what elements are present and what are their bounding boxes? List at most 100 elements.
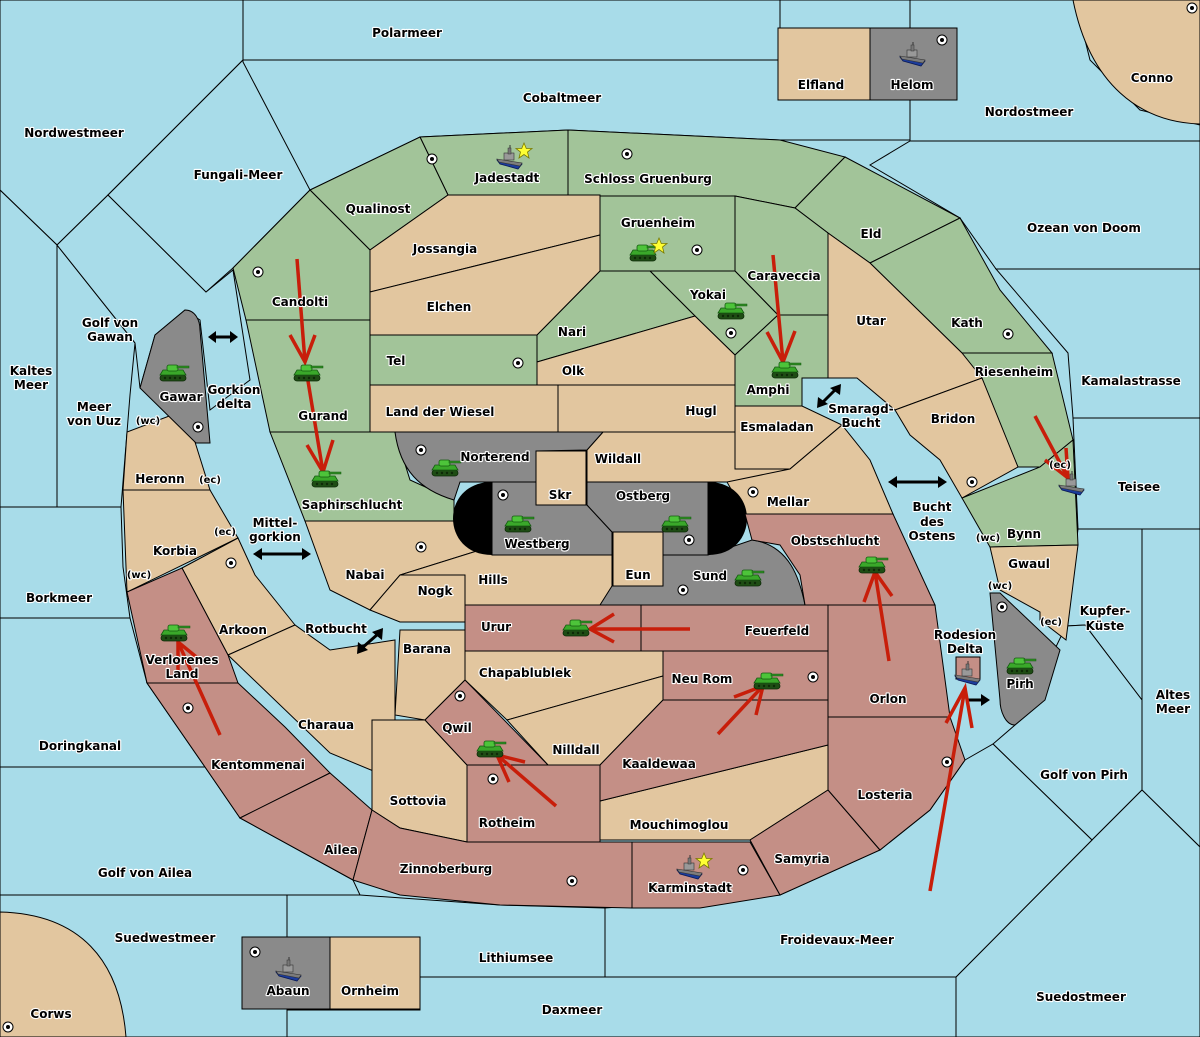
label-lithium: Lithiumsee: [479, 951, 554, 965]
label-heronn: Heronn: [135, 472, 184, 486]
land-norterend[interactable]: [394, 431, 605, 501]
label-rodesion-1: Rodesion: [934, 628, 996, 642]
label-suedwest: Suedwestmeer: [115, 931, 216, 945]
order-riesenheim-bynn: [1033, 415, 1071, 482]
coast-tag-gwaul-wc: (wc): [988, 581, 1012, 592]
label-froidevaux: Froidevaux-Meer: [780, 933, 894, 947]
label-teisee: Teisee: [1118, 480, 1160, 494]
label-tel: Tel: [387, 354, 406, 368]
label-golf-ailea: Golf von Ailea: [98, 866, 192, 880]
double-arrow-smaragd: [817, 384, 841, 408]
supply-center-gruenheim: [691, 244, 703, 256]
label-arkoon: Arkoon: [219, 623, 267, 637]
land-karminstadt[interactable]: [631, 841, 781, 909]
land-jossangia[interactable]: [369, 194, 601, 293]
land-nogk[interactable]: [369, 574, 466, 623]
label-fungali: Fungali-Meer: [194, 168, 283, 182]
label-elfland: Elfland: [798, 78, 844, 92]
supply-center-karminstadt: [737, 864, 749, 876]
land-obstschlucht[interactable]: [744, 513, 936, 606]
double-arrow-rotbucht: [357, 628, 383, 654]
label-corws: Corws: [30, 1007, 71, 1021]
label-eun: Eun: [625, 568, 650, 582]
label-mittel-2: gorkion: [249, 530, 301, 544]
label-charaua: Charaua: [298, 718, 354, 732]
supply-center-losteria: [941, 756, 953, 768]
label-polarmeer: Polarmeer: [372, 26, 442, 40]
land-regions: [0, 27, 1079, 1037]
label-urur: Urur: [481, 620, 511, 634]
coast-tag-heronn-wc: (wc): [136, 416, 160, 427]
label-abaun: Abaun: [266, 984, 309, 998]
label-rotheim: Rotheim: [479, 816, 536, 830]
label-golf-pirh: Golf von Pirh: [1040, 768, 1128, 782]
label-obstschlucht: Obstschlucht: [791, 534, 880, 548]
label-verlorenes-2: Land: [166, 667, 199, 681]
label-samyria: Samyria: [774, 852, 829, 866]
label-barana: Barana: [403, 642, 451, 656]
double-arrow-bucht-des-ostens: [888, 476, 947, 488]
label-uuz-1: Meer: [77, 400, 111, 414]
land-elchen[interactable]: [369, 234, 601, 336]
coast-tag-bynn-wc: (wc): [976, 533, 1000, 544]
sea-polarmeer[interactable]: [242, 0, 781, 61]
supply-center-conno: [1186, 2, 1198, 14]
label-suedost: Suedostmeer: [1036, 990, 1126, 1004]
label-ozean: Ozean von Doom: [1027, 221, 1141, 235]
supply-center-pirh: [996, 601, 1008, 613]
land-urur[interactable]: [464, 604, 642, 652]
coast-tag-korbia-ec: (ec): [214, 527, 236, 538]
double-arrow-mittelgorkion: [253, 548, 311, 560]
label-kaltes-1: Kaltes: [10, 364, 53, 378]
sea-daxmeer[interactable]: [286, 976, 957, 1037]
land-conno[interactable]: [1072, 0, 1200, 125]
supply-center-rotheim: [487, 773, 499, 785]
label-altes-2: Meer: [1156, 702, 1190, 716]
label-olk: Olk: [562, 364, 585, 378]
land-corws[interactable]: [0, 911, 127, 1037]
supply-center-neu-rom: [807, 671, 819, 683]
land-gruenheim[interactable]: [599, 195, 736, 272]
land-ornheim[interactable]: [329, 936, 421, 1010]
label-pirh: Pirh: [1006, 677, 1033, 691]
label-elchen: Elchen: [427, 300, 472, 314]
label-bucht-3: Ostens: [909, 529, 956, 543]
label-rotbucht: Rotbucht: [305, 622, 367, 636]
label-bridon: Bridon: [931, 412, 976, 426]
label-zinnoberburg: Zinnoberburg: [400, 862, 492, 876]
label-riesenheim: Riesenheim: [975, 365, 1054, 379]
label-golf-gawan-2: Gawan: [87, 330, 133, 344]
label-kupfer-2: Küste: [1086, 619, 1125, 633]
sea-teisee[interactable]: [1072, 417, 1200, 530]
land-kaaldewaa[interactable]: [599, 699, 829, 802]
label-gawar: Gawar: [159, 390, 202, 404]
supply-center-mellar: [747, 486, 759, 498]
label-orlon: Orlon: [869, 692, 906, 706]
label-nari: Nari: [558, 325, 586, 339]
land-charaua[interactable]: [227, 624, 396, 781]
supply-center-bridon: [966, 476, 978, 488]
land-rotheim[interactable]: [466, 764, 601, 843]
supply-center-schloss-gruenburg: [621, 148, 633, 160]
label-kaaldewaa: Kaaldewaa: [622, 757, 696, 771]
land-elfland[interactable]: [777, 27, 871, 101]
label-gruenheim: Gruenheim: [621, 216, 695, 230]
label-altes-1: Altes: [1156, 688, 1190, 702]
label-hills: Hills: [478, 573, 508, 587]
land-gwaul[interactable]: [989, 544, 1079, 641]
land-bridon[interactable]: [894, 377, 1019, 499]
mountain-east-tunnel: [708, 482, 747, 555]
order-feuerfeld-urur: [586, 612, 690, 644]
label-bynn: Bynn: [1007, 527, 1041, 541]
coast-tag-gwaul-ec: (ec): [1040, 617, 1062, 628]
land-eun[interactable]: [612, 531, 664, 587]
label-nordwestmeer: Nordwestmeer: [24, 126, 124, 140]
supply-center-korbia: [225, 557, 237, 569]
supply-center-helom: [936, 34, 948, 46]
land-verlorenes-land[interactable]: [126, 567, 239, 684]
label-chapa: Chapablublek: [479, 666, 572, 680]
coast-tag-heronn-ec: (ec): [199, 475, 221, 486]
label-jossangia: Jossangia: [412, 242, 477, 256]
sea-kaltes-meer[interactable]: [0, 189, 58, 508]
land-olk[interactable]: [536, 315, 736, 386]
